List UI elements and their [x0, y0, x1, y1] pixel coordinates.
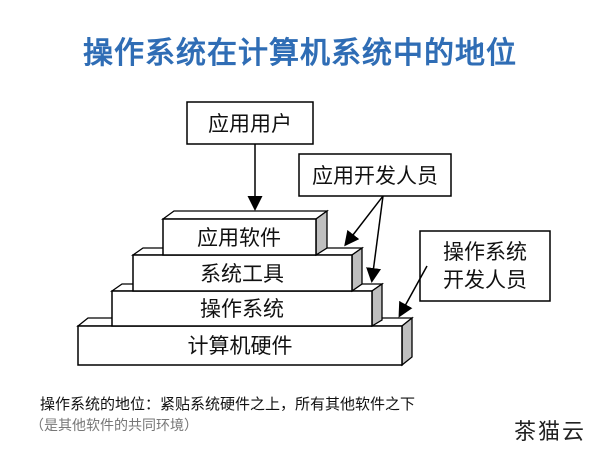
layer-computer-hardware-label: 计算机硬件: [188, 334, 293, 358]
os-developer-label-line2: 开发人员: [443, 268, 527, 292]
watermark-text: 茶猫云: [513, 420, 586, 445]
caption-line2: （是其他软件的共同环境）: [30, 418, 198, 434]
layer-application-software-label: 应用软件: [197, 226, 281, 250]
app-developer-label: 应用开发人员: [312, 164, 438, 188]
app-user-box: 应用用户: [186, 101, 314, 145]
app-user-label: 应用用户: [208, 112, 292, 136]
arrow-app-dev-to-tools: [366, 195, 384, 283]
caption-line1: 操作系统的地位：紧贴系统硬件之上，所有其他软件之下: [40, 395, 416, 413]
os-developer-box: 操作系统 开发人员: [419, 230, 551, 302]
layer-operating-system-label: 操作系统: [200, 297, 284, 321]
layer-system-tools-label: 系统工具: [200, 262, 284, 286]
arrow-app-dev-to-software: [344, 195, 384, 247]
page-title: 操作系统在计算机系统中的地位: [83, 36, 517, 71]
arrow-os-dev-to-os: [398, 265, 428, 318]
layer-application-software: 应用软件: [161, 209, 329, 257]
os-developer-label-line1: 操作系统: [443, 240, 527, 264]
app-developer-box: 应用开发人员: [298, 153, 452, 197]
